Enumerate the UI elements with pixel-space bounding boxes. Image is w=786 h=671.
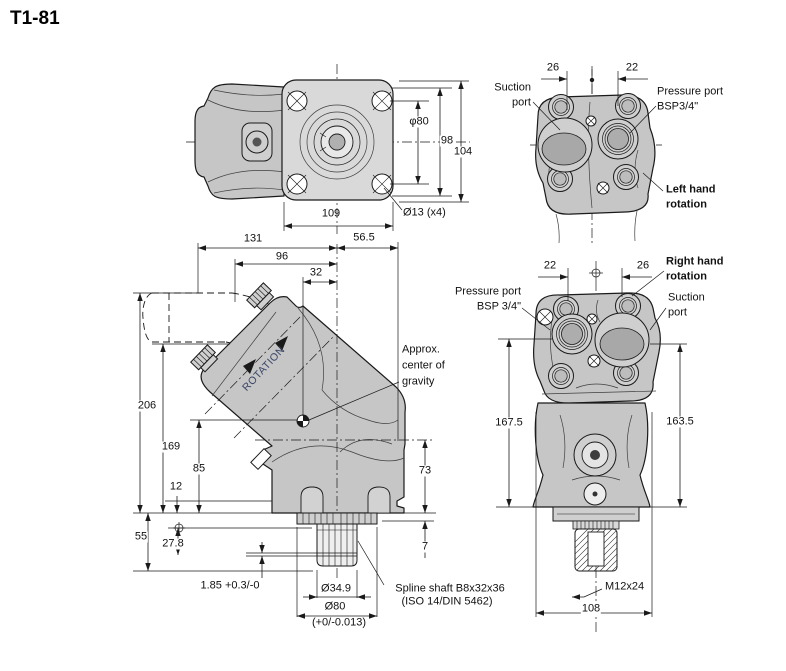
label-rh-suction-1: Suction bbox=[668, 291, 705, 304]
label-lh-suction-2: port bbox=[512, 96, 531, 109]
rotation-arrow-1 bbox=[243, 359, 256, 374]
page-title: T1-81 bbox=[10, 8, 60, 29]
label-right-hand-rotation-1: Right hand bbox=[666, 255, 724, 268]
dim-lh-26: 26 bbox=[546, 61, 560, 74]
bolt-holes bbox=[286, 90, 393, 195]
right-rotation-view bbox=[496, 261, 687, 632]
label-cg-1: Approx. bbox=[402, 343, 440, 356]
left-rotation-view bbox=[530, 66, 664, 246]
dim-96: 96 bbox=[275, 250, 289, 263]
side-view bbox=[133, 242, 436, 619]
dim-12: 12 bbox=[169, 480, 183, 493]
label-cg-3: gravity bbox=[402, 375, 435, 388]
knurled-plug-1 bbox=[190, 344, 219, 373]
label-rh-suction-2: port bbox=[668, 306, 687, 319]
dim-55: 55 bbox=[133, 530, 149, 543]
dim-pilot-tol: (+0/-0.013) bbox=[310, 616, 368, 629]
dim-131: 131 bbox=[243, 232, 263, 245]
label-lh-pressure-1: Pressure port bbox=[657, 85, 724, 98]
dim-109: 109 bbox=[321, 207, 341, 220]
bolt-bosses-lh bbox=[547, 93, 641, 192]
dim-rh-22: 22 bbox=[543, 259, 557, 272]
dim-104: 104 bbox=[452, 145, 474, 158]
dim-27-8: 27.8 bbox=[161, 537, 185, 550]
dim-73: 73 bbox=[417, 464, 433, 477]
mounting-slot-left bbox=[300, 486, 324, 513]
pressure-port-lh bbox=[597, 118, 639, 160]
label-rh-pressure-1: Pressure port bbox=[454, 285, 521, 298]
label-spline-1: Spline shaft B8x32x36 bbox=[395, 582, 505, 595]
top-view bbox=[186, 64, 470, 234]
dim-dia80: φ80 bbox=[408, 115, 430, 128]
dim-169: 169 bbox=[160, 440, 182, 453]
label-rh-pressure-2: BSP 3/4" bbox=[476, 300, 521, 313]
top-view-dimensions bbox=[283, 80, 469, 231]
dim-7: 7 bbox=[420, 540, 430, 553]
nameplate-tab bbox=[250, 447, 272, 471]
rotation-arrow-2 bbox=[275, 336, 288, 351]
dim-m12x24: M12x24 bbox=[604, 580, 646, 593]
label-right-hand-rotation-2: rotation bbox=[666, 270, 707, 283]
dim-85: 85 bbox=[191, 462, 207, 475]
dim-56-5: 56.5 bbox=[353, 231, 375, 244]
dim-108: 108 bbox=[580, 602, 602, 615]
label-lh-suction-1: Suction bbox=[494, 81, 531, 94]
dim-pilot-dia: Ø80 bbox=[323, 600, 347, 613]
dim-32: 32 bbox=[309, 266, 323, 279]
label-lh-pressure-2: BSP3/4" bbox=[657, 100, 699, 113]
knurled-plug-2 bbox=[246, 282, 275, 311]
label-cg-2: center of bbox=[402, 359, 445, 372]
dim-groove: 1.85 +0.3/-0 bbox=[200, 579, 260, 592]
shaft-bore-rings bbox=[299, 104, 375, 180]
dim-163-5: 163.5 bbox=[665, 415, 695, 428]
spline-ring-section bbox=[572, 520, 620, 530]
label-spline-2: (ISO 14/DIN 5462) bbox=[401, 595, 493, 608]
mounting-slot-right bbox=[367, 486, 391, 513]
label-left-hand-rotation-2: rotation bbox=[666, 198, 707, 211]
dim-bolt-holes: Ø13 (x4) bbox=[403, 206, 446, 219]
threaded-hole-m12 bbox=[587, 531, 605, 567]
dim-167-5: 167.5 bbox=[494, 416, 524, 429]
label-left-hand-rotation-1: Left hand bbox=[666, 183, 716, 196]
dim-lh-22: 22 bbox=[625, 61, 639, 74]
lh-dimensions bbox=[532, 69, 664, 192]
center-of-gravity-symbol bbox=[296, 414, 310, 428]
pressure-port-rh bbox=[551, 313, 593, 355]
dim-shaft-dia: Ø34.9 bbox=[320, 582, 352, 595]
dim-rh-26: 26 bbox=[636, 259, 650, 272]
dim-98: 98 bbox=[439, 134, 455, 147]
dim-206: 206 bbox=[136, 399, 158, 412]
